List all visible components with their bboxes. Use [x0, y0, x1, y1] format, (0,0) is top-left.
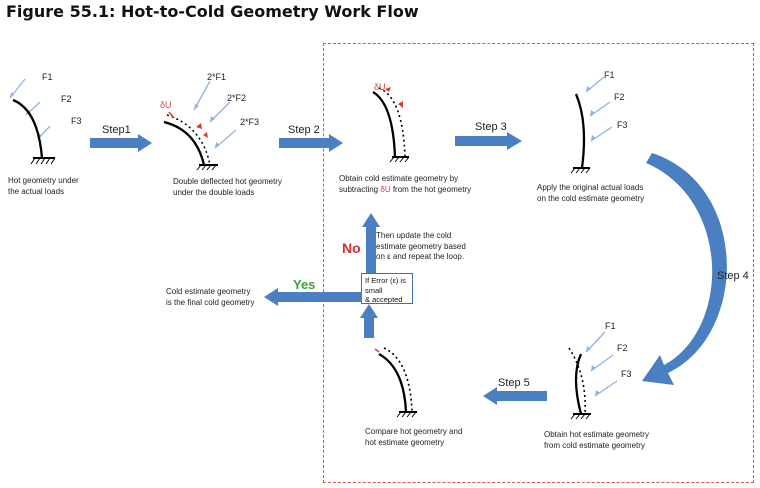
- caption-line: subtracting δU from the hot geometry: [339, 185, 471, 196]
- delta-u-label-step2: δU: [374, 82, 386, 92]
- caption-line: from cold estimate geometry: [544, 440, 645, 450]
- step5-label: Step 5: [498, 377, 530, 389]
- update-caption: Then update the cold estimate geometry b…: [376, 231, 466, 263]
- compare-beam-diagram: [374, 347, 417, 418]
- caption-line: Then update the cold: [376, 231, 452, 240]
- step2-label: Step 2: [288, 124, 320, 136]
- obtain-hot-estimate-caption: Obtain hot estimate geometry from cold e…: [544, 430, 649, 451]
- caption-text: subtracting: [339, 184, 381, 194]
- caption-line: Hot geometry under: [8, 176, 79, 185]
- load-label-2f2: 2*F2: [227, 93, 247, 103]
- caption-line: Double deflected hot geometry: [173, 177, 282, 186]
- caption-line: under the double loads: [173, 187, 255, 197]
- caption-line: Compare hot geometry and: [365, 427, 463, 436]
- step2-arrow: [279, 134, 343, 152]
- caption-line: is the final cold geometry: [166, 297, 255, 307]
- hot-geometry-caption: Hot geometry under the actual loads: [8, 176, 79, 197]
- caption-line: on ε and repeat the loop.: [376, 252, 465, 261]
- apply-loads-caption: Apply the original actual loads on the c…: [537, 183, 644, 204]
- hot-estimate-beam-diagram: [568, 331, 618, 420]
- load-label-f3: F3: [617, 120, 628, 130]
- caption-line: estimate geometry based: [376, 241, 466, 251]
- delta-u-text: δU: [380, 184, 391, 194]
- cold-estimate-beam-diagram: [372, 87, 410, 163]
- load-label-f1: F1: [604, 70, 615, 80]
- step5-arrow: [483, 387, 547, 405]
- no-label: No: [342, 240, 361, 256]
- load-label-f2: F2: [617, 343, 628, 353]
- load-label-f2: F2: [614, 92, 625, 102]
- no-loop-arrow: [362, 213, 380, 273]
- load-label-2f3: 2*F3: [240, 117, 260, 127]
- caption-line: Obtain cold estimate geometry by: [339, 174, 459, 183]
- compare-caption: Compare hot geometry and hot estimate ge…: [365, 427, 462, 448]
- caption-line: Obtain hot estimate geometry: [544, 430, 649, 439]
- figure-title: Figure 55.1: Hot-to-Cold Geometry Work F…: [6, 2, 419, 21]
- final-geometry-caption: Cold estimate geometry is the final cold…: [166, 287, 255, 308]
- decision-text: & accepted: [365, 295, 403, 304]
- load-label-f2: F2: [61, 94, 72, 104]
- hot-beam-diagram: [9, 78, 56, 165]
- step1-arrow: [90, 134, 152, 152]
- load-label-f1: F1: [605, 321, 616, 331]
- error-decision-box: If Error (ε) is small & accepted: [361, 273, 413, 304]
- step4-label: Step 4: [717, 270, 749, 282]
- iteration-loop-box: [323, 43, 754, 483]
- yes-exit-arrow: [264, 288, 362, 306]
- caption-line: Apply the original actual loads: [537, 183, 644, 192]
- caption-line: Cold estimate geometry: [166, 287, 251, 296]
- obtain-cold-caption: Obtain cold estimate geometry by subtrac…: [339, 174, 471, 195]
- load-label-f1: F1: [42, 72, 53, 82]
- caption-line: hot estimate geometry: [365, 437, 445, 447]
- double-deflected-caption: Double deflected hot geometry under the …: [173, 177, 282, 198]
- step1-label: Step1: [102, 124, 131, 136]
- yes-label: Yes: [293, 277, 316, 292]
- caption-line: the actual loads: [8, 186, 65, 196]
- step3-arrow: [455, 132, 522, 150]
- load-label-f3: F3: [71, 116, 82, 126]
- caption-text: from the hot geometry: [390, 184, 472, 194]
- caption-line: on the cold estimate geometry: [537, 193, 645, 203]
- decision-text: If Error (ε) is small: [365, 276, 406, 295]
- double-deflected-beam-diagram: [163, 80, 237, 171]
- step4-curved-arrow: [642, 153, 727, 385]
- step3-label: Step 3: [475, 121, 507, 133]
- delta-u-label-step1: δU: [160, 100, 172, 110]
- load-label-2f1: 2*F1: [207, 72, 227, 82]
- apply-loads-beam-diagram: [570, 76, 613, 174]
- load-label-f3: F3: [621, 369, 632, 379]
- compare-to-decision-arrow: [360, 304, 378, 338]
